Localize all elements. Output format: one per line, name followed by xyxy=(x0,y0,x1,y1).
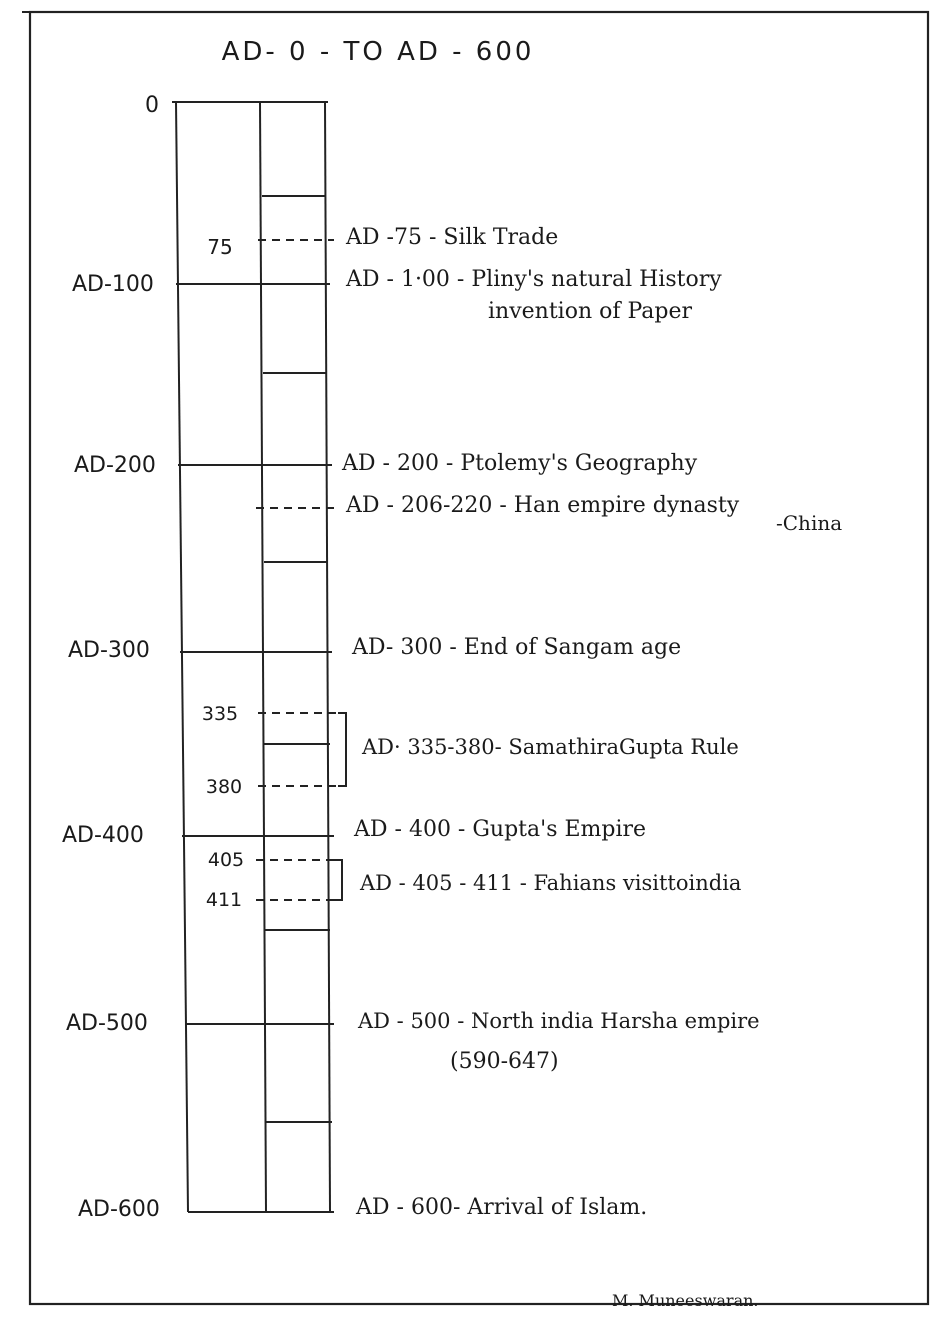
event-405: AD - 405 - 411 - Fahians visittoindia xyxy=(359,871,741,895)
minor-year-405: 405 xyxy=(208,849,244,871)
event-206-line2: -China xyxy=(776,511,842,535)
event-100-line2: invention of Paper xyxy=(488,299,693,324)
timeline-center-edge xyxy=(259,101,267,1213)
signature: M. Muneeswaran. xyxy=(612,1291,759,1310)
event-500: AD - 500 - North india Harsha empire xyxy=(357,1009,760,1033)
timeline-left-edge xyxy=(175,101,189,1213)
diagram-title: AD- 0 - TO AD - 600 xyxy=(222,37,535,67)
start-label: 0 xyxy=(145,93,159,118)
era-label-200: AD-200 xyxy=(74,453,156,478)
era-label-300: AD-300 xyxy=(68,638,150,663)
era-label-100: AD-100 xyxy=(72,272,154,297)
event-300: AD- 300 - End of Sangam age xyxy=(351,635,681,660)
era-label-400: AD-400 xyxy=(62,823,144,848)
event-100: AD - 1·00 - Pliny's natural History xyxy=(345,267,722,292)
event-500-line2: (590-647) xyxy=(450,1049,559,1074)
event-335: AD· 335-380- SamathiraGupta Rule xyxy=(361,735,739,759)
era-label-500: AD-500 xyxy=(66,1011,148,1036)
bracket-405-411 xyxy=(334,859,343,901)
minor-year-335: 335 xyxy=(202,703,238,725)
minor-year-380: 380 xyxy=(206,776,242,798)
bracket-335-380 xyxy=(338,712,347,787)
event-600: AD - 600- Arrival of Islam. xyxy=(355,1195,647,1220)
page-border xyxy=(28,10,930,1306)
event-206: AD - 206-220 - Han empire dynasty xyxy=(345,493,740,518)
event-75: AD -75 - Silk Trade xyxy=(345,225,558,250)
timeline-right-edge xyxy=(324,101,331,1213)
event-200: AD - 200 - Ptolemy's Geography xyxy=(341,451,698,476)
event-400: AD - 400 - Gupta's Empire xyxy=(353,817,646,842)
minor-year-75: 75 xyxy=(207,235,232,259)
era-label-600: AD-600 xyxy=(78,1197,160,1222)
minor-year-411: 411 xyxy=(206,889,242,911)
